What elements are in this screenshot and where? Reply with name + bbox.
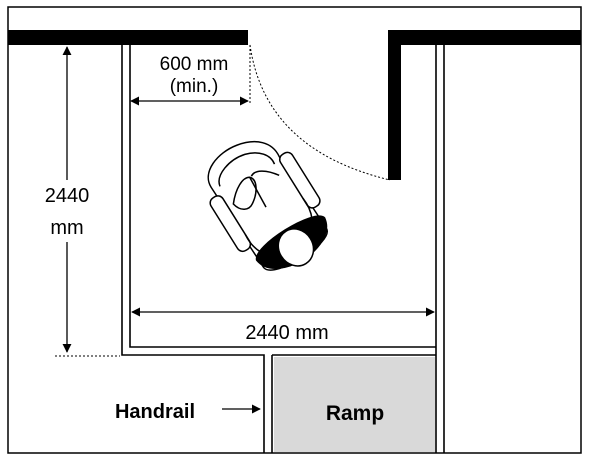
landing-walls bbox=[121, 45, 445, 453]
depth-label-backdrop bbox=[36, 180, 98, 242]
door-clearance-label: 600 mm bbox=[160, 54, 229, 75]
wheelchair-user-top-view-icon bbox=[207, 141, 328, 271]
ramp-label: Ramp bbox=[326, 402, 384, 425]
ramp-area bbox=[274, 357, 435, 452]
landing-width-label: 2440 mm bbox=[245, 322, 328, 344]
door-jamb bbox=[388, 30, 401, 180]
landing-depth-label: 2440 bbox=[45, 185, 90, 207]
figure-frame bbox=[7, 6, 582, 454]
wall-top-right bbox=[398, 30, 581, 45]
landing-depth-unit: mm bbox=[50, 217, 83, 239]
door-swing-arc bbox=[249, 44, 391, 181]
handrail-label: Handrail bbox=[115, 401, 195, 423]
door-clearance-note: (min.) bbox=[170, 76, 219, 97]
wall-top-left bbox=[8, 30, 248, 45]
